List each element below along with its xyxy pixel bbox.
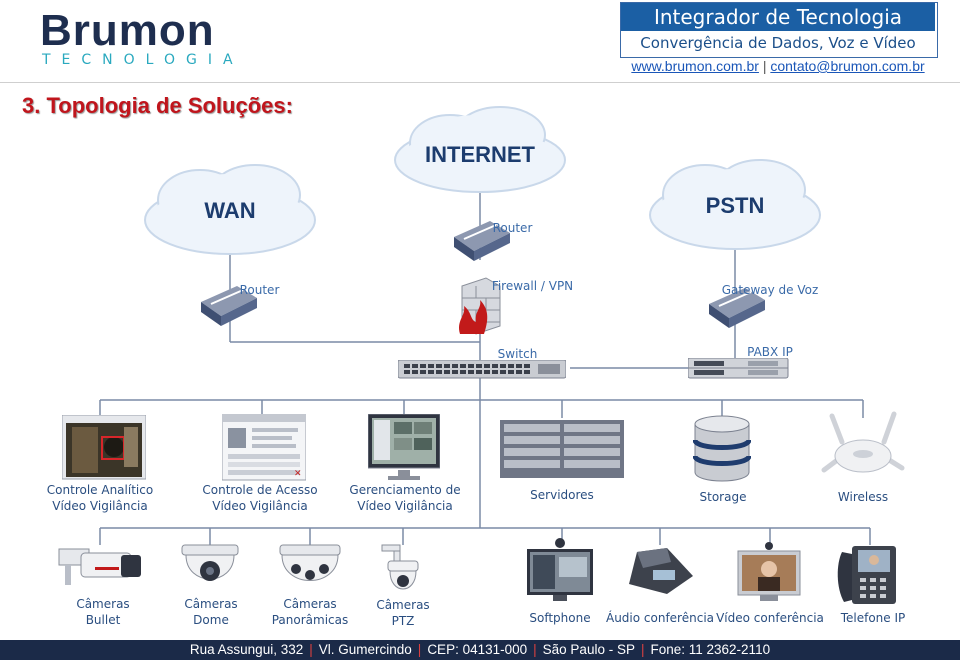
header-box bbox=[620, 2, 938, 58]
tier2-label-line: Bullet bbox=[85, 613, 121, 627]
email-link[interactable]: contato@brumon.com.br bbox=[770, 58, 925, 74]
header-divider bbox=[0, 82, 960, 83]
bullet-camera-icon bbox=[58, 548, 141, 585]
tier2-label-line: Câmeras bbox=[283, 597, 337, 611]
tier2-label-panoramic: Câmeras Panorâmicas bbox=[260, 596, 360, 628]
tier2-label-line: Câmeras bbox=[76, 597, 130, 611]
tier1-label-storage: Storage bbox=[699, 490, 747, 504]
footer-phone: Fone: 11 2362-2110 bbox=[650, 642, 771, 657]
tier2-label-dome: Câmeras Dome bbox=[168, 596, 254, 628]
firewall-label: Firewall / VPN bbox=[491, 279, 574, 293]
tier1-label-line: Vídeo Vigilância bbox=[212, 499, 308, 513]
tier2-label-line: Panorâmicas bbox=[271, 613, 349, 627]
svg-text:✕: ✕ bbox=[294, 469, 302, 479]
access-control-screen-icon: ✕ bbox=[222, 414, 306, 481]
tier2-label-line: Câmeras bbox=[376, 598, 430, 612]
tier1-label-line: Controle de Acesso bbox=[202, 483, 318, 497]
internet-cloud-icon bbox=[394, 106, 566, 193]
panoramic-camera-icon bbox=[279, 544, 341, 581]
tier2-label-line: PTZ bbox=[391, 614, 415, 628]
tier2-label-softphone: Softphone bbox=[529, 611, 591, 625]
pabx-label: PABX IP bbox=[747, 345, 793, 359]
firewall-icon bbox=[459, 277, 501, 335]
pstn-cloud-icon bbox=[649, 159, 821, 250]
softphone-monitor-icon bbox=[527, 538, 593, 601]
switch-label: Switch bbox=[497, 347, 538, 361]
link-separator: | bbox=[762, 58, 767, 74]
internet-label: INTERNET bbox=[425, 142, 535, 167]
wan-cloud-icon bbox=[144, 164, 316, 255]
analytics-monitor-icon bbox=[62, 415, 146, 480]
voice-gateway-icon bbox=[709, 288, 765, 328]
tier2-label-line: Câmeras bbox=[184, 597, 238, 611]
footer-separator: | bbox=[309, 642, 313, 657]
tier2-label-video-conference: Vídeo conferência bbox=[716, 611, 824, 625]
footer-separator: | bbox=[533, 642, 537, 657]
switch-icon bbox=[398, 360, 566, 379]
server-chassis-icon bbox=[500, 420, 624, 478]
wireless-access-point-icon bbox=[821, 411, 905, 473]
dome-camera-icon bbox=[181, 544, 239, 581]
header-links: www.brumon.com.br | contato@brumon.com.b… bbox=[620, 58, 936, 74]
tier1-label-analytics: Controle Analítico Vídeo Vigilância bbox=[40, 482, 160, 514]
tier2-label-ptz: Câmeras PTZ bbox=[360, 597, 446, 629]
footer-cep: CEP: 04131-000 bbox=[427, 642, 528, 657]
header-title: Integrador de Tecnologia bbox=[621, 3, 935, 31]
tier1-label-video-management: Gerenciamento de Vídeo Vigilância bbox=[340, 482, 470, 514]
footer-address: Rua Assungui, 332 bbox=[189, 642, 304, 657]
header-subtitle: Convergência de Dados, Voz e Vídeo bbox=[640, 34, 916, 52]
tier1-label-access-control: Controle de Acesso Vídeo Vigilância bbox=[195, 482, 325, 514]
pabx-icon bbox=[688, 358, 789, 379]
tier2-label-ip-phone: Telefone IP bbox=[840, 611, 906, 625]
section-title: 3. Topologia de Soluções: bbox=[22, 93, 293, 118]
tier1-label-line: Vídeo Vigilância bbox=[357, 499, 453, 513]
router-icon bbox=[201, 286, 257, 326]
tier1-label-servers: Servidores bbox=[530, 488, 594, 502]
router-internet-label: Router bbox=[492, 221, 533, 235]
router-icon bbox=[454, 221, 510, 261]
gateway-label: Gateway de Voz bbox=[721, 283, 819, 297]
tier1-label-wireless: Wireless bbox=[837, 490, 889, 504]
footer-district: Vl. Gumercindo bbox=[318, 642, 412, 657]
website-link[interactable]: www.brumon.com.br bbox=[631, 58, 759, 74]
footer-separator: | bbox=[640, 642, 645, 657]
tier1-label-line: Controle Analítico bbox=[46, 483, 154, 497]
ip-phone-icon bbox=[837, 546, 896, 604]
storage-database-icon bbox=[693, 415, 751, 482]
ptz-camera-icon bbox=[381, 544, 419, 590]
video-conference-screen-icon bbox=[737, 542, 801, 601]
footer-address-bar: Rua Assungui, 332 | Vl. Gumercindo | CEP: 04… bbox=[0, 640, 960, 660]
brand-logo-subtitle: TECNOLOGIA bbox=[42, 52, 244, 68]
tier2-label-line: Dome bbox=[193, 613, 229, 627]
router-wan-label: Router bbox=[239, 283, 280, 297]
tier2-label-audio-conference: Áudio conferência bbox=[605, 611, 715, 625]
brand-logo: Brumon bbox=[40, 6, 215, 55]
tier1-label-line: Vídeo Vigilância bbox=[52, 499, 148, 513]
footer-city: São Paulo - SP bbox=[542, 642, 635, 657]
audio-conference-phone-icon bbox=[629, 548, 693, 594]
video-management-monitor-icon bbox=[368, 414, 440, 480]
wan-label: WAN bbox=[204, 198, 256, 223]
tier2-label-bullet: Câmeras Bullet bbox=[60, 596, 146, 628]
tier1-label-line: Gerenciamento de bbox=[349, 483, 461, 497]
footer-separator: | bbox=[417, 642, 422, 657]
pstn-label: PSTN bbox=[705, 193, 765, 218]
